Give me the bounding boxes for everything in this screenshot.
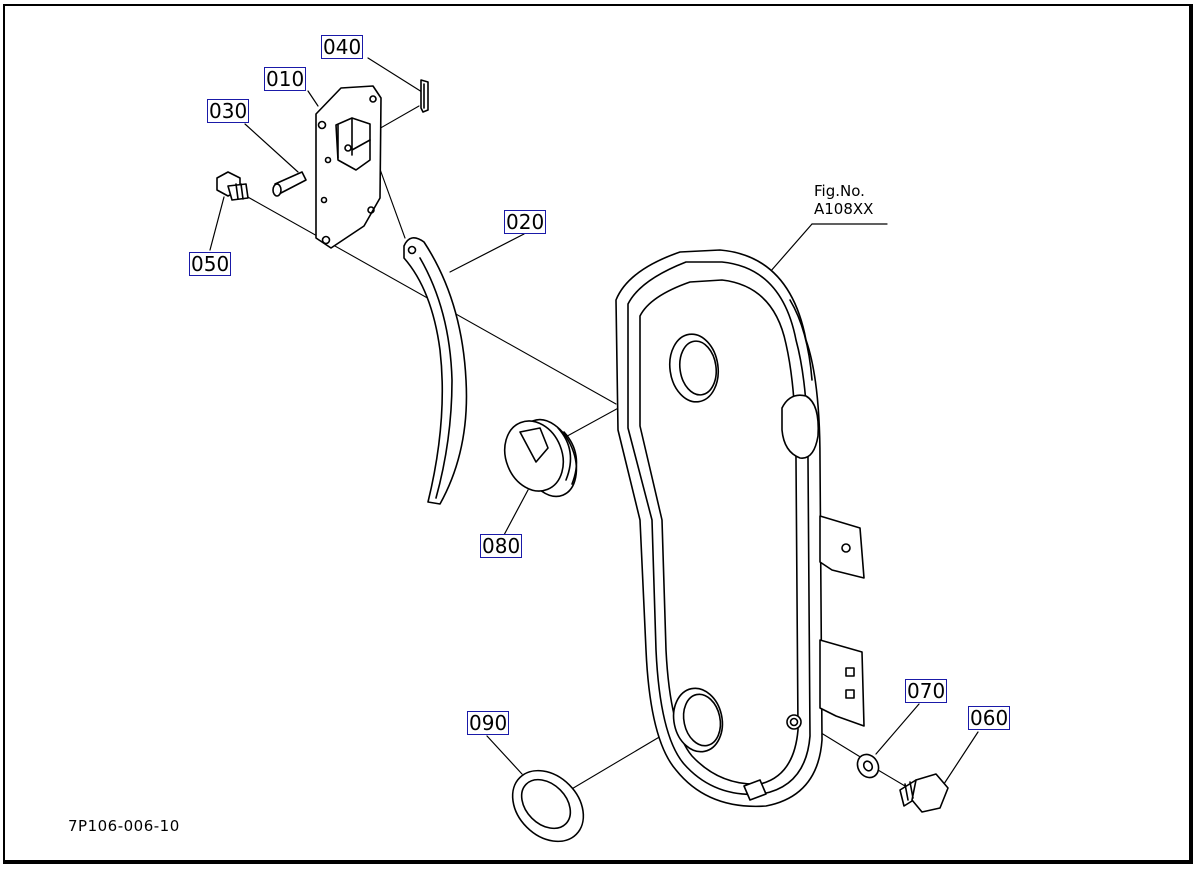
fig-label: Fig.No. bbox=[814, 182, 865, 200]
bracket-plate-010 bbox=[315, 85, 382, 249]
drawing-frame bbox=[3, 4, 1193, 864]
curved-arm-020 bbox=[403, 237, 468, 505]
cotter-pin-040 bbox=[420, 79, 429, 113]
washer-070 bbox=[856, 753, 880, 779]
plug-cap-090 bbox=[511, 769, 585, 843]
callout-090[interactable]: 090 bbox=[467, 711, 510, 735]
belt-cover-housing bbox=[615, 249, 823, 808]
figure-number-label: Fig.No. A108XX bbox=[814, 182, 873, 218]
lower-mount-bracket bbox=[819, 639, 865, 727]
document-number: 7P106-006-10 bbox=[68, 817, 180, 835]
leader-lines bbox=[209, 57, 979, 791]
callout-050[interactable]: 050 bbox=[189, 252, 232, 276]
callout-020[interactable]: 020 bbox=[504, 210, 547, 234]
upper-mount-bracket bbox=[819, 515, 865, 579]
rubber-grommet-080 bbox=[503, 418, 578, 498]
pin-030 bbox=[272, 171, 307, 197]
bolt-050 bbox=[216, 171, 249, 201]
callout-080[interactable]: 080 bbox=[480, 534, 523, 558]
callout-040[interactable]: 040 bbox=[321, 35, 364, 59]
callout-010[interactable]: 010 bbox=[264, 67, 307, 91]
callout-060[interactable]: 060 bbox=[968, 706, 1011, 730]
flange-bolt-060 bbox=[899, 773, 949, 813]
callout-030[interactable]: 030 bbox=[207, 99, 250, 123]
fig-number: A108XX bbox=[814, 200, 874, 218]
callout-070[interactable]: 070 bbox=[905, 679, 948, 703]
